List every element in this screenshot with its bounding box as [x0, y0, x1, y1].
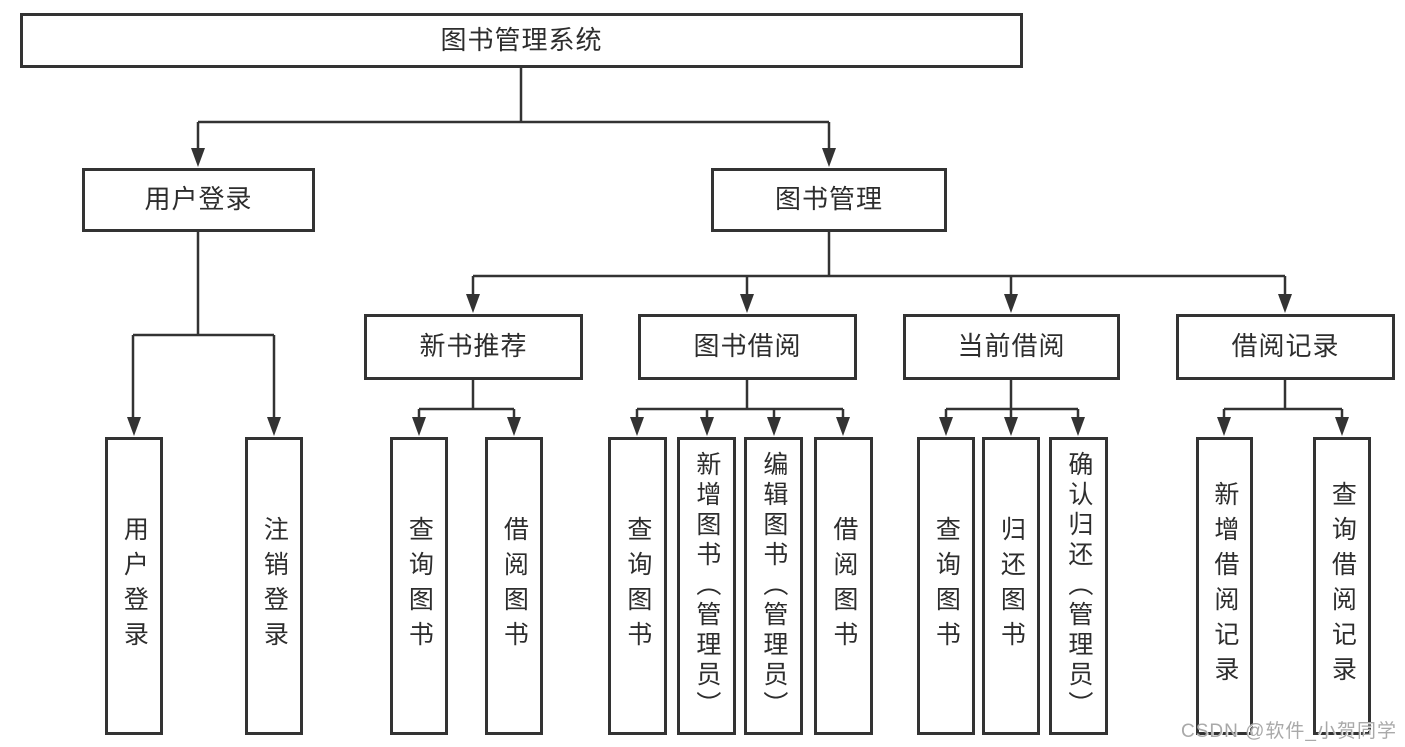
node-new-book-recommend: 新书推荐 — [364, 314, 583, 380]
node-book-management: 图书管理 — [711, 168, 947, 232]
leaf-recommend-query-books: 查询图书 — [390, 437, 448, 735]
leaf-add-books-admin: 新增图书（管理员） — [677, 437, 736, 735]
leaf-borrow-query-books: 查询图书 — [608, 437, 667, 735]
node-root: 图书管理系统 — [20, 13, 1023, 68]
leaf-confirm-return-admin: 确认归还（管理员） — [1049, 437, 1108, 735]
node-borrow-records: 借阅记录 — [1176, 314, 1395, 380]
leaf-user-login: 用户登录 — [105, 437, 163, 735]
leaf-logout: 注销登录 — [245, 437, 303, 735]
arrowheads — [127, 148, 1349, 436]
leaf-edit-books-admin: 编辑图书（管理员） — [744, 437, 803, 735]
watermark: CSDN @软件_小贺同学 — [1181, 721, 1397, 742]
node-user-login: 用户登录 — [82, 168, 315, 232]
leaf-borrow-books: 借阅图书 — [814, 437, 873, 735]
node-book-borrow: 图书借阅 — [638, 314, 857, 380]
leaf-return-books: 归还图书 — [982, 437, 1040, 735]
leaf-add-borrow-record: 新增借阅记录 — [1196, 437, 1253, 735]
leaf-query-borrow-record: 查询借阅记录 — [1313, 437, 1371, 735]
connector-paths — [131, 68, 1344, 421]
node-current-borrow: 当前借阅 — [903, 314, 1120, 380]
leaf-current-query-books: 查询图书 — [917, 437, 975, 735]
leaf-recommend-borrow-books: 借阅图书 — [485, 437, 543, 735]
